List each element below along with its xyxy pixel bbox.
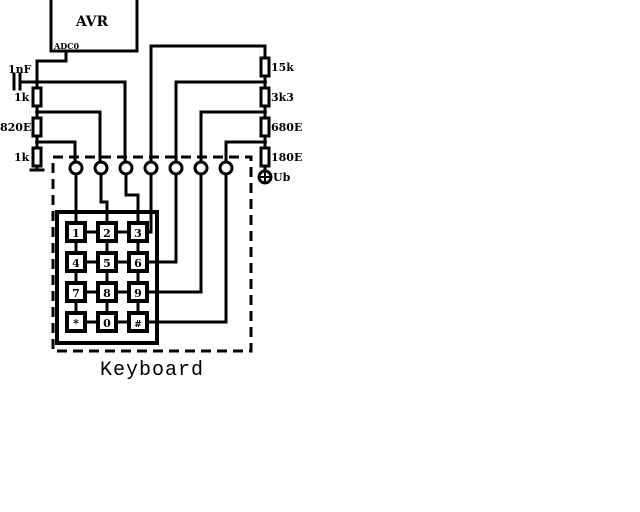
- left-resistor-chain: 1k 820E 1k: [0, 86, 45, 172]
- adc0-wire: [35, 49, 68, 171]
- resistor-15k: [259, 56, 271, 78]
- capacitor-label: 1nF: [8, 63, 32, 76]
- supply-terminal-icon: [257, 169, 273, 185]
- key-3-label: 3: [134, 227, 142, 240]
- resistor-1k-bottom: [31, 146, 43, 168]
- key-6-label: 6: [134, 257, 142, 270]
- key-1[interactable]: 1: [65, 221, 87, 243]
- key-8[interactable]: 8: [96, 281, 118, 303]
- resistor-1k-top-label: 1k: [14, 91, 30, 104]
- key-7[interactable]: 7: [65, 281, 87, 303]
- right-wires: [149, 44, 267, 163]
- key-2[interactable]: 2: [96, 221, 118, 243]
- terminal-7[interactable]: [218, 160, 234, 176]
- adc0-pin-label: ADC0: [53, 41, 80, 51]
- key-6[interactable]: 6: [127, 251, 149, 273]
- key-5-label: 5: [103, 257, 111, 270]
- key-5[interactable]: 5: [96, 251, 118, 273]
- resistor-1k-bottom-label: 1k: [14, 151, 30, 164]
- supply-label: Ub: [273, 171, 291, 184]
- resistor-680e-label: 680E: [271, 121, 302, 134]
- key-1-label: 1: [72, 227, 80, 240]
- resistor-820e: [31, 116, 43, 138]
- resistor-3k3: [259, 86, 271, 108]
- resistor-180e-label: 180E: [271, 151, 302, 164]
- key-3[interactable]: 3: [127, 221, 149, 243]
- key-4-label: 4: [72, 257, 80, 270]
- resistor-3k3-label: 3k3: [271, 91, 294, 104]
- keyboard-label: Keyboard: [100, 359, 204, 382]
- key-9[interactable]: 9: [127, 281, 149, 303]
- key-hash-label: #: [134, 320, 142, 330]
- keyboard-outline: [51, 155, 253, 353]
- terminal-4[interactable]: [143, 160, 159, 176]
- key-0-label: 0: [103, 317, 111, 330]
- avr-label: AVR: [75, 14, 109, 30]
- key-4[interactable]: 4: [65, 251, 87, 273]
- key-7-label: 7: [72, 287, 80, 300]
- key-hash[interactable]: #: [127, 311, 149, 333]
- key-2-label: 2: [103, 227, 111, 240]
- terminal-6[interactable]: [193, 160, 209, 176]
- key-star[interactable]: *: [65, 311, 87, 333]
- avr-chip: AVR ADC0: [49, 0, 139, 53]
- resistor-15k-label: 15k: [271, 61, 294, 74]
- terminal-2[interactable]: [93, 160, 109, 176]
- terminal-1[interactable]: [68, 160, 84, 176]
- resistor-680e: [259, 116, 271, 138]
- resistor-180e: [259, 146, 271, 168]
- right-resistor-chain: 15k 3k3 680E 180E Ub: [257, 44, 302, 185]
- left-wires: [35, 80, 127, 163]
- key-star-label: *: [73, 317, 79, 330]
- terminal-3[interactable]: [118, 160, 134, 176]
- terminal-5[interactable]: [168, 160, 184, 176]
- key-0[interactable]: 0: [96, 311, 118, 333]
- keypad-keys: 1 2 3 4 5 6 7 8: [65, 221, 149, 333]
- capacitor-1nf: 1nF: [8, 63, 39, 91]
- key-8-label: 8: [103, 287, 111, 300]
- resistor-1k-top: [31, 86, 43, 108]
- key-9-label: 9: [134, 287, 142, 300]
- resistor-820e-label: 820E: [0, 121, 31, 134]
- connector-terminals: [68, 160, 234, 176]
